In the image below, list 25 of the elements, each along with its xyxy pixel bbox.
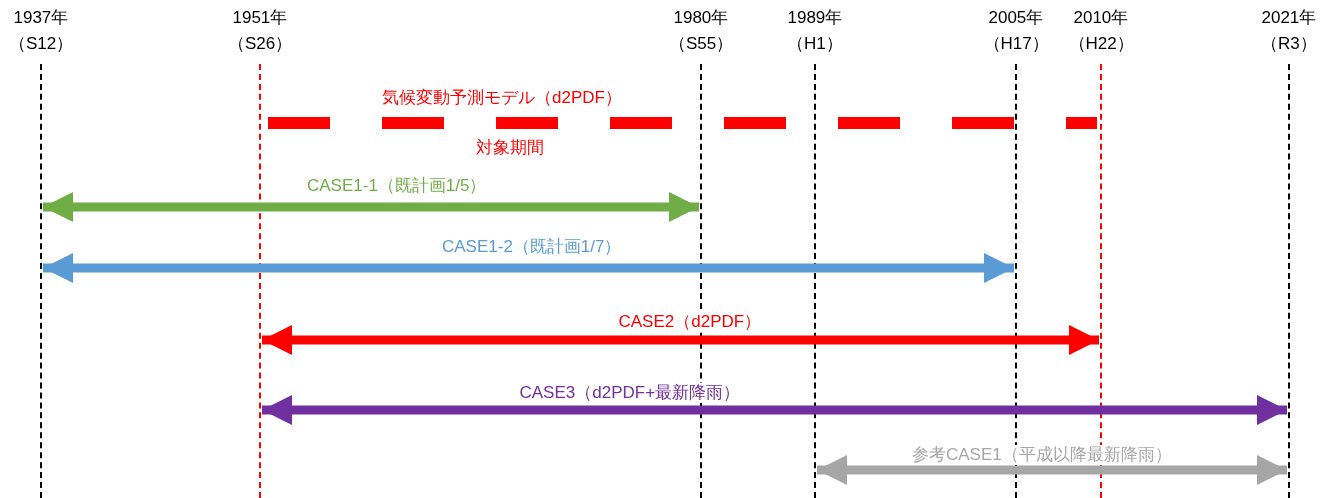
year-label: （R3） (1261, 34, 1317, 54)
year-label: 2005年 (988, 8, 1044, 28)
year-label: （S26） (228, 34, 293, 54)
year-label: 1937年 (13, 8, 69, 28)
double-arrow (262, 325, 1099, 355)
year-label: 1951年 (232, 8, 288, 28)
double-arrow (43, 253, 1014, 283)
year-label: 2010年 (1073, 8, 1129, 28)
double-arrow (817, 455, 1287, 485)
year-label: （S55） (669, 34, 734, 54)
year-label: （H17） (983, 34, 1049, 54)
year-label: 1980年 (673, 8, 729, 28)
timeline-guide (814, 64, 816, 498)
double-arrow (262, 395, 1287, 425)
period-label: 対象期間 (476, 138, 544, 158)
timeline-guide (1288, 64, 1290, 498)
timeline-guide (259, 64, 261, 498)
year-label: 1989年 (787, 8, 843, 28)
year-label: （H1） (787, 34, 843, 54)
timeline-guide (40, 64, 42, 498)
dashed-bar (268, 117, 1097, 129)
year-label: 2021年 (1261, 8, 1317, 28)
year-label: （S12） (9, 34, 74, 54)
year-label: （H22） (1068, 34, 1134, 54)
double-arrow (43, 192, 699, 222)
